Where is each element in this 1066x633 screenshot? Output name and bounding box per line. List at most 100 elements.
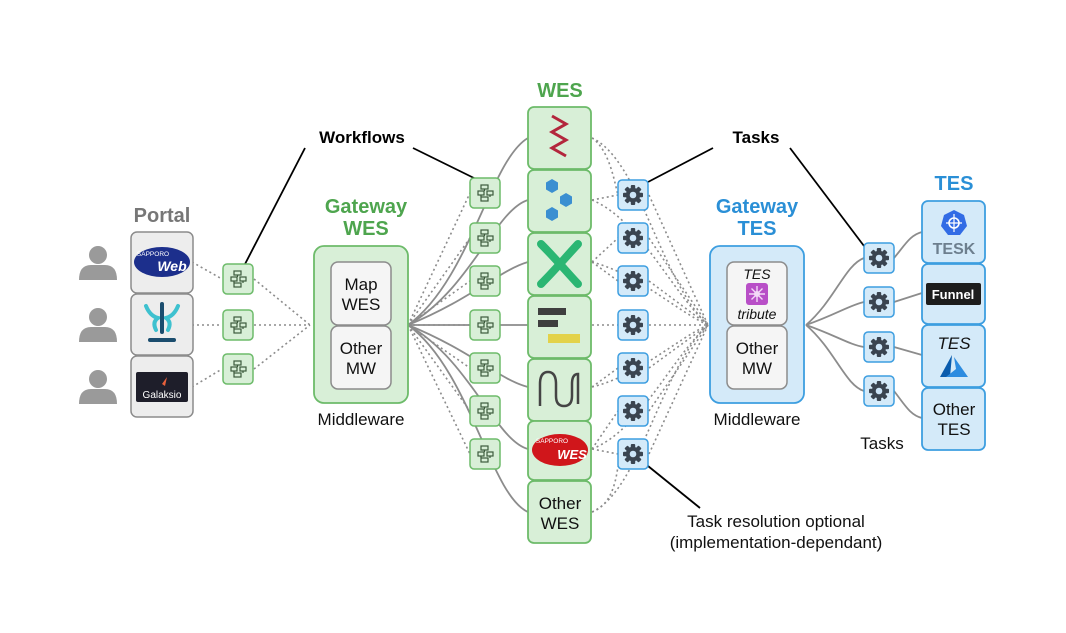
workflows-label: Workflows: [319, 128, 405, 147]
bars-icon: [538, 308, 580, 343]
other-mw-wes-box[interactable]: Other MW: [330, 325, 392, 390]
task-gears: [617, 179, 649, 470]
workflow-icon: [469, 222, 501, 254]
tasks-label-top: Tasks: [733, 128, 780, 147]
tribute-logo-icon: [746, 283, 768, 305]
user-icon: [79, 308, 117, 342]
gear-icon: [863, 242, 895, 274]
tes-tribute-line2: tribute: [738, 306, 777, 322]
sapporo-web-text: Web: [157, 258, 187, 274]
gateway-tes-label-1: Gateway: [716, 196, 799, 218]
azure-icon: [940, 355, 968, 377]
tes-funnel[interactable]: Funnel: [921, 263, 986, 325]
wes-snakemake[interactable]: [527, 295, 592, 359]
portal-galaksio[interactable]: Galaksio: [130, 355, 194, 418]
gear-icon: [617, 265, 649, 297]
other-wes-line1: Other: [539, 494, 582, 513]
other-mw-line1: Other: [340, 339, 383, 358]
tasks-label-bottom: Tasks: [860, 434, 903, 453]
other-wes-line2: WES: [541, 514, 580, 533]
tes-tesk[interactable]: TESK: [921, 200, 986, 264]
wave-icon: [538, 370, 580, 408]
gateway-tes-caption: Middleware: [714, 410, 801, 429]
wes-workflow-icons: [469, 177, 501, 470]
sapporo-web-top: SAPPORO: [137, 251, 169, 258]
task-resolution-note-2: (implementation-dependant): [670, 533, 883, 552]
gear-icon: [617, 179, 649, 211]
gear-icon: [617, 395, 649, 427]
tes-tribute-box[interactable]: TES tribute: [726, 261, 788, 326]
fountain-logo-icon: [144, 302, 180, 342]
other-mw-tes-box[interactable]: Other MW: [726, 325, 788, 390]
wes-toil[interactable]: [527, 106, 592, 170]
toil-icon: [548, 114, 570, 158]
tes-column: TES TESK Funnel TES Other: [921, 173, 986, 451]
other-tes-line1: Other: [933, 400, 976, 419]
tes-tribute-line1: TES: [743, 266, 771, 282]
gateway-wes: Gateway WES Map WES Other MW Middleware: [313, 196, 409, 429]
galaksio-logo: [136, 372, 188, 402]
rocket-icon: [162, 377, 167, 386]
wes-cromwell[interactable]: [527, 232, 592, 296]
gateway-wes-label-1: Gateway: [325, 196, 408, 218]
sapporo-wes-logo: [532, 434, 588, 466]
wes-cwltool[interactable]: [527, 169, 592, 233]
workflow-icon: [469, 265, 501, 297]
wes-sapporo[interactable]: SAPPORO WES: [527, 420, 592, 481]
map-wes-line2: WES: [342, 295, 381, 314]
gateway-wes-caption: Middleware: [318, 410, 405, 429]
task-resolution-note-1: Task resolution optional: [687, 512, 865, 531]
kubernetes-icon: [941, 210, 967, 235]
hexagons-icon: [546, 179, 572, 221]
tesk-text: TESK: [933, 241, 976, 258]
other-tes-line2: TES: [937, 420, 970, 439]
tes-other[interactable]: Other TES: [921, 387, 986, 451]
funnel-logo: [926, 283, 981, 305]
map-wes-box[interactable]: Map WES: [330, 261, 392, 326]
other-mw-tes-line2: MW: [742, 359, 772, 378]
funnel-text: Funnel: [932, 287, 975, 302]
user-icon: [79, 246, 117, 280]
sapporo-wes-text: WES: [557, 447, 587, 462]
workflow-icon: [222, 263, 254, 295]
galaksio-text: Galaksio: [143, 390, 182, 401]
gear-icon: [617, 309, 649, 341]
tes-azure[interactable]: TES: [921, 324, 986, 388]
sapporo-wes-top: SAPPORO: [536, 438, 568, 445]
portal-sapporo-web[interactable]: SAPPORO Web: [130, 231, 194, 294]
azure-tes-text: TES: [937, 334, 971, 353]
wes-other[interactable]: Other WES: [527, 480, 592, 544]
sapporo-web-logo: [134, 247, 190, 277]
gateway-wes-label-2: WES: [343, 218, 389, 240]
tes-gears: [863, 242, 895, 407]
annotations: Workflows Tasks Tasks Task resolution op…: [319, 128, 904, 552]
other-mw-line2: MW: [346, 359, 376, 378]
portal-fountain[interactable]: [130, 293, 194, 356]
tes-label: TES: [935, 173, 974, 195]
portal-label: Portal: [134, 205, 191, 227]
gear-icon: [863, 375, 895, 407]
workflow-icon: [222, 353, 254, 385]
other-mw-tes-line1: Other: [736, 339, 779, 358]
wes-nextflow[interactable]: [527, 358, 592, 422]
gateway-tes-label-2: TES: [738, 218, 777, 240]
workflow-icon: [469, 177, 501, 209]
cross-icon: [537, 240, 582, 288]
workflow-icon: [469, 395, 501, 427]
workflow-icon: [222, 309, 254, 341]
users: [79, 246, 117, 404]
wes-column: WES: [527, 80, 592, 544]
user-icon: [79, 370, 117, 404]
workflow-icon: [469, 352, 501, 384]
gear-icon: [617, 352, 649, 384]
gear-icon: [863, 331, 895, 363]
map-wes-line1: Map: [344, 275, 377, 294]
portal-workflow-icons: [222, 263, 254, 385]
workflow-icon: [469, 438, 501, 470]
wes-label: WES: [537, 80, 583, 102]
workflow-icon: [469, 309, 501, 341]
gear-icon: [617, 438, 649, 470]
gateway-tes: Gateway TES TES tribute Other MW Middlew…: [709, 196, 805, 429]
portal-group: Portal SAPPORO Web Galaksio: [130, 205, 194, 418]
